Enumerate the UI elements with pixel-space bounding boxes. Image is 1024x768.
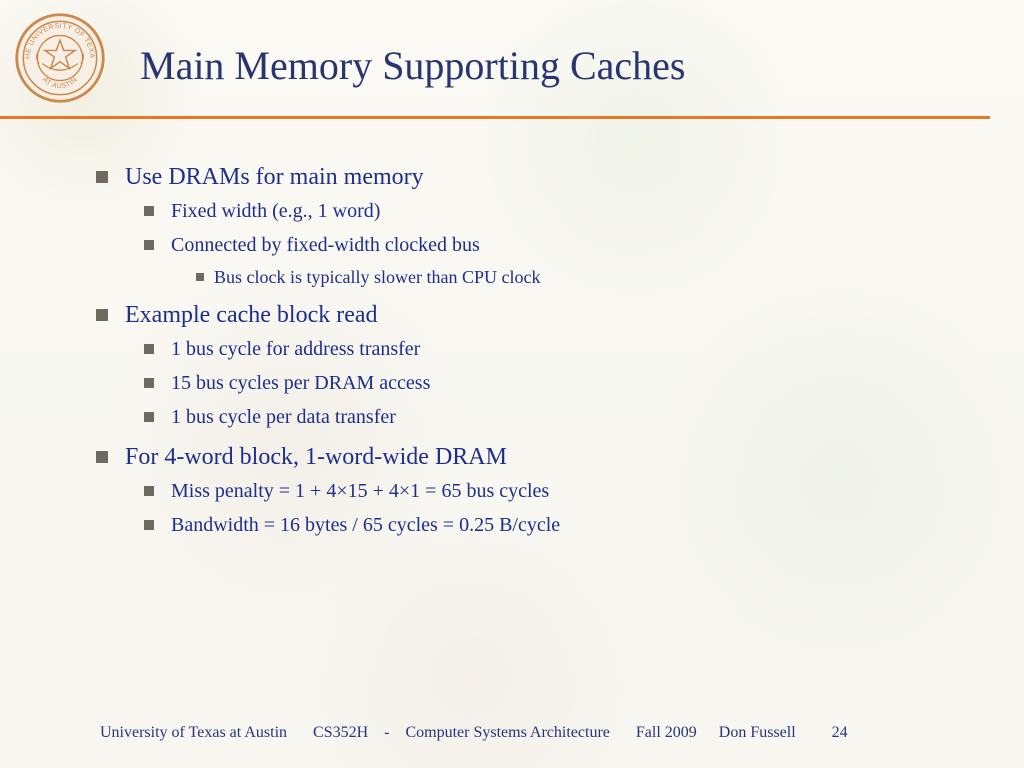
bullet-level-1: Use DRAMs for main memory [96, 160, 976, 194]
bullet-text: Use DRAMs for main memory [125, 163, 424, 190]
footer-instructor: Don Fussell [718, 724, 796, 741]
square-bullet-icon [144, 378, 154, 388]
slide-title: Main Memory Supporting Caches [140, 43, 686, 88]
bullet-text: Fixed width (e.g., 1 word) [171, 199, 381, 222]
bullet-level-2: 15 bus cycles per DRAM access [96, 366, 976, 400]
slide-content: Use DRAMs for main memory Fixed width (e… [96, 158, 976, 542]
page-number: 24 [831, 724, 848, 741]
square-bullet-icon [144, 412, 154, 422]
slide-footer: University of Texas at Austin CS352H - C… [100, 724, 848, 742]
square-bullet-icon [144, 486, 154, 496]
square-bullet-icon [144, 520, 154, 530]
footer-separator: - [384, 724, 390, 741]
bullet-text: Example cache block read [125, 301, 378, 328]
bullet-text: 15 bus cycles per DRAM access [171, 371, 431, 394]
square-bullet-icon [96, 451, 108, 463]
square-bullet-icon [196, 273, 204, 281]
bullet-level-1: Example cache block read [96, 298, 976, 332]
bullet-text: Miss penalty = 1 + 4×15 + 4×1 = 65 bus c… [171, 479, 550, 502]
footer-course-name: Computer Systems Architecture [405, 724, 610, 741]
bullet-level-2: Bandwidth = 16 bytes / 65 cycles = 0.25 … [96, 508, 976, 542]
bullet-level-2: 1 bus cycle per data transfer [96, 400, 976, 434]
bullet-level-3: Bus clock is typically slower than CPU c… [96, 262, 976, 292]
bullet-text: 1 bus cycle per data transfer [171, 405, 396, 428]
square-bullet-icon [144, 206, 154, 216]
bullet-text: Bandwidth = 16 bytes / 65 cycles = 0.25 … [171, 513, 561, 536]
bullet-group-gap [96, 434, 976, 438]
square-bullet-icon [96, 309, 108, 321]
bullet-group-gap [96, 292, 976, 296]
footer-institution: University of Texas at Austin [100, 724, 288, 741]
bullet-level-1: For 4-word block, 1-word-wide DRAM [96, 440, 976, 474]
square-bullet-icon [144, 240, 154, 250]
footer-term: Fall 2009 [635, 724, 697, 741]
bullet-text: Connected by fixed-width clocked bus [171, 233, 480, 256]
bullet-text: 1 bus cycle for address transfer [171, 337, 421, 360]
square-bullet-icon [144, 344, 154, 354]
footer-course-code: CS352H [313, 724, 369, 741]
square-bullet-icon [96, 171, 108, 183]
bullet-level-2: Connected by fixed-width clocked bus [96, 228, 976, 262]
bullet-text: Bus clock is typically slower than CPU c… [214, 266, 541, 287]
university-seal-icon: THE UNIVERSITY OF TEXAS AT AUSTIN [13, 11, 105, 103]
bullet-level-2: Fixed width (e.g., 1 word) [96, 194, 976, 228]
title-divider-rule [0, 116, 990, 119]
bullet-text: For 4-word block, 1-word-wide DRAM [125, 443, 507, 470]
bullet-level-2: 1 bus cycle for address transfer [96, 332, 976, 366]
bullet-level-2: Miss penalty = 1 + 4×15 + 4×1 = 65 bus c… [96, 474, 976, 508]
